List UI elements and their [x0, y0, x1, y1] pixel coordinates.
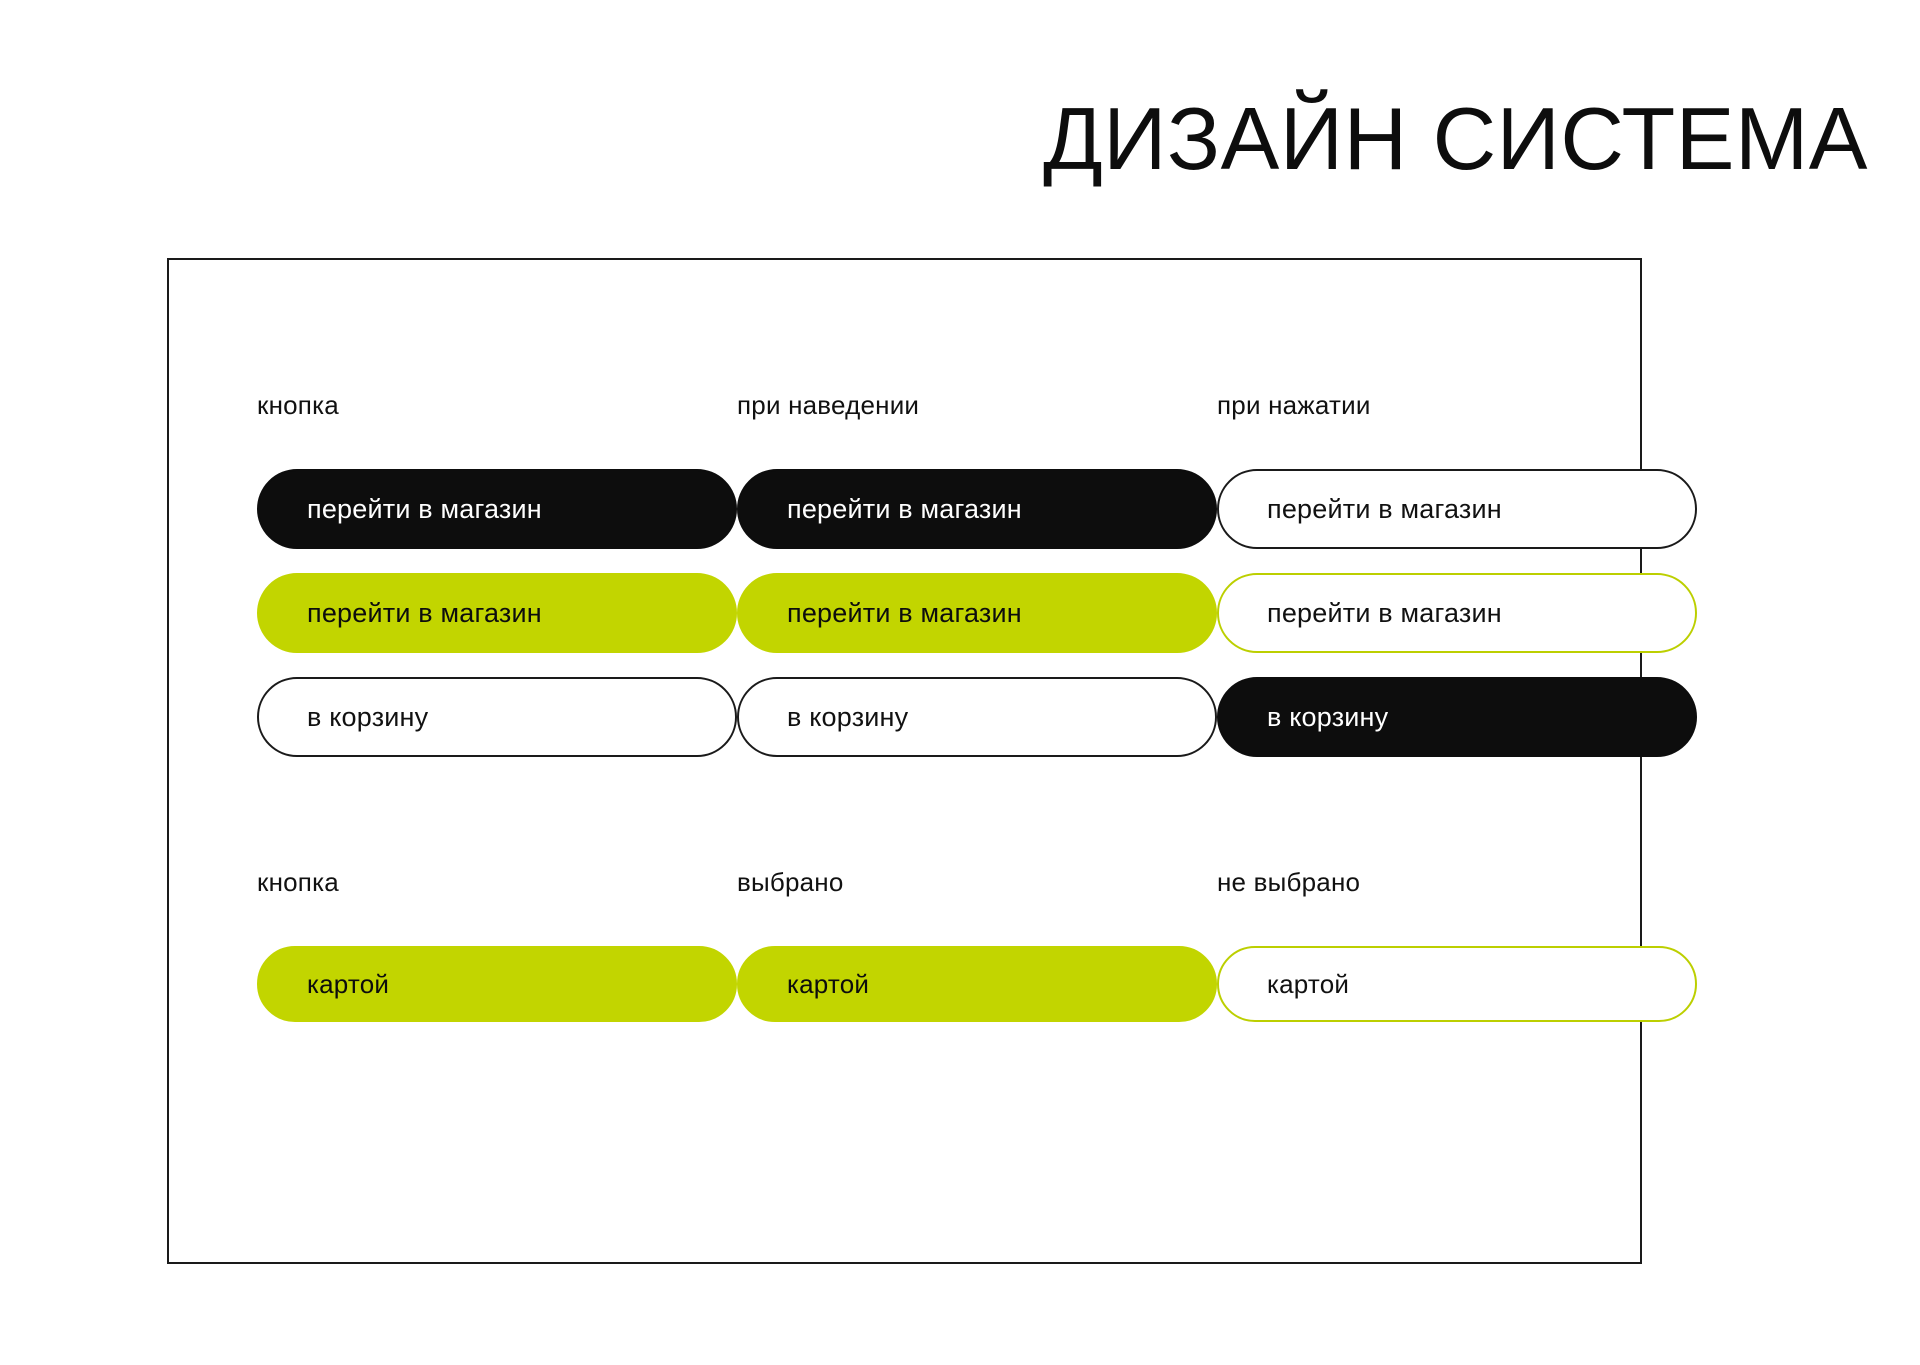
component-grid: кнопка перейти в магазин перейти в магаз…	[257, 390, 1697, 1022]
button-stack: картой	[737, 946, 1217, 1022]
button-stack: картой	[1217, 946, 1697, 1022]
add-to-cart-button-hover[interactable]: в корзину	[737, 677, 1217, 757]
column-label: не выбрано	[1217, 867, 1361, 897]
button-stack: перейти в магазин перейти в магазин в ко…	[1217, 469, 1697, 757]
column-payment-selected: выбрано картой	[737, 867, 1217, 1022]
column-label: выбрано	[737, 867, 844, 897]
column-label: при нажатии	[1217, 390, 1371, 420]
pay-by-card-button-default[interactable]: картой	[257, 946, 737, 1022]
page-title: ДИЗАЙН СИСТЕМА	[1043, 88, 1868, 188]
add-to-cart-button-default[interactable]: в корзину	[257, 677, 737, 757]
section-button-states: кнопка перейти в магазин перейти в магаз…	[257, 390, 1697, 757]
go-to-shop-button-lime-hover[interactable]: перейти в магазин	[737, 573, 1217, 653]
pay-by-card-button-unselected[interactable]: картой	[1217, 946, 1697, 1022]
column-payment-default: кнопка картой	[257, 867, 737, 1022]
column-label: кнопка	[257, 867, 339, 897]
go-to-shop-button-default[interactable]: перейти в магазин	[257, 469, 737, 549]
button-stack: перейти в магазин перейти в магазин в ко…	[257, 469, 737, 757]
design-system-frame: кнопка перейти в магазин перейти в магаз…	[167, 258, 1697, 1264]
section-selection-states: кнопка картой выбрано картой не выбрано …	[257, 867, 1697, 1022]
pay-by-card-button-selected[interactable]: картой	[737, 946, 1217, 1022]
go-to-shop-button-pressed[interactable]: перейти в магазин	[1217, 469, 1697, 549]
button-stack: перейти в магазин перейти в магазин в ко…	[737, 469, 1217, 757]
column-button-hover: при наведении перейти в магазин перейти …	[737, 390, 1217, 757]
go-to-shop-button-lime-default[interactable]: перейти в магазин	[257, 573, 737, 653]
column-label: кнопка	[257, 390, 339, 420]
go-to-shop-button-lime-pressed[interactable]: перейти в магазин	[1217, 573, 1697, 653]
column-button-pressed: при нажатии перейти в магазин перейти в …	[1217, 390, 1697, 757]
column-payment-unselected: не выбрано картой	[1217, 867, 1697, 1022]
add-to-cart-button-pressed[interactable]: в корзину	[1217, 677, 1697, 757]
button-stack: картой	[257, 946, 737, 1022]
go-to-shop-button-hover[interactable]: перейти в магазин	[737, 469, 1217, 549]
column-label: при наведении	[737, 390, 920, 420]
column-button-default: кнопка перейти в магазин перейти в магаз…	[257, 390, 737, 757]
